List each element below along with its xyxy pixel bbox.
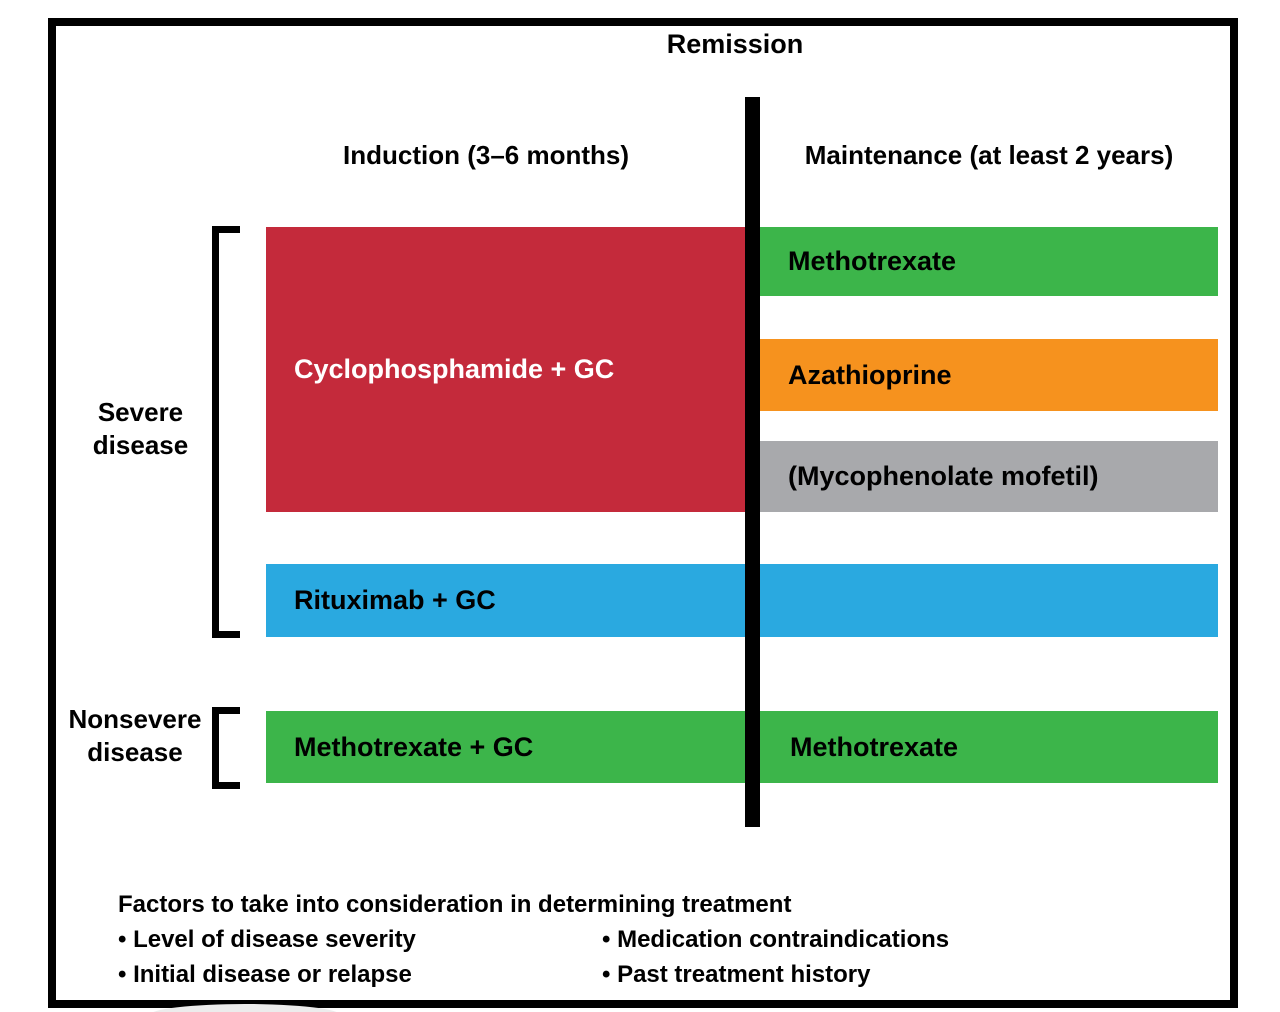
bar-label: Methotrexate	[788, 246, 957, 277]
bar-label: Cyclophosphamide + GC	[294, 354, 615, 385]
footer-bullet: • Initial disease or relapse	[118, 961, 412, 988]
induction-column-header: Induction (3–6 months)	[343, 140, 629, 170]
severe-disease-bracket	[212, 226, 240, 638]
bar-azathioprine: Azathioprine	[760, 339, 1218, 411]
bar-label: Methotrexate	[790, 731, 959, 762]
footer-heading: Factors to take into consideration in de…	[118, 891, 792, 918]
remission-divider-line	[745, 97, 760, 827]
severe-disease-label: Severe disease	[92, 397, 189, 460]
bar-methotrexate-nonsevere: Methotrexate + GC Methotrexate	[266, 711, 1218, 783]
footer-bullet: • Level of disease severity	[118, 926, 416, 953]
remission-title: Remission	[666, 29, 804, 59]
figure-border	[48, 18, 1238, 1008]
nonsevere-disease-bracket	[212, 707, 240, 789]
bar-label: (Mycophenolate mofetil)	[788, 461, 1099, 492]
bar-rituximab-gc: Rituximab + GC	[266, 564, 1218, 637]
cropped-rounded-shape	[150, 1004, 340, 1012]
bar-label: Azathioprine	[788, 359, 952, 390]
footer-bullet: • Medication contraindications	[602, 926, 950, 953]
maintenance-column-header: Maintenance (at least 2 years)	[804, 140, 1174, 170]
nonsevere-disease-label: Nonsevere disease	[68, 704, 202, 767]
footer-bullet: • Past treatment history	[602, 961, 871, 988]
bar-mycophenolate-mofetil: (Mycophenolate mofetil)	[760, 441, 1218, 512]
bar-cyclophosphamide-gc: Cyclophosphamide + GC	[266, 227, 745, 512]
bar-methotrexate-maintenance-severe: Methotrexate	[760, 227, 1218, 296]
bar-label: Rituximab + GC	[294, 585, 496, 616]
bar-label: Methotrexate + GC	[294, 731, 534, 762]
